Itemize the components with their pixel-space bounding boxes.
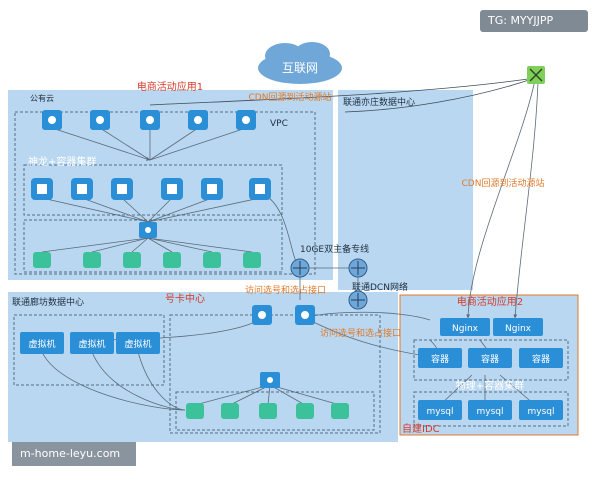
router-icon xyxy=(348,290,368,310)
container-label: 容器 xyxy=(481,353,499,365)
load-balancer-icon xyxy=(139,222,157,238)
cloud-server-icon xyxy=(249,178,271,200)
yizhuang-dc-panel xyxy=(338,90,473,290)
vpc-nodes xyxy=(42,110,256,130)
card-green-frame xyxy=(175,391,375,431)
cloud-server-icon xyxy=(71,178,93,200)
app1-title: 电商活动应用1 xyxy=(137,80,203,93)
cdn-label-top: CDN回源到活动源站 xyxy=(249,91,332,103)
app2-title: 电商活动应用2 xyxy=(457,295,523,308)
container-cluster-label: 神龙+容器集群 xyxy=(28,155,96,168)
public-cloud-label: 公有云 xyxy=(30,93,54,103)
vpc-node-icon xyxy=(188,110,208,130)
container-cluster-nodes xyxy=(31,178,271,200)
watermark-top-text: TG: MYYJJPP xyxy=(488,14,554,27)
load-balancer-icon xyxy=(260,372,280,388)
watermark-bottom: m-home-leyu.com xyxy=(12,442,136,466)
green-node-icon xyxy=(186,403,204,419)
cloud-server-icon xyxy=(111,178,133,200)
container-box: 容器 xyxy=(468,348,512,368)
card-center-title: 号卡中心 xyxy=(165,292,205,305)
internet-cloud: 互联网 xyxy=(258,42,342,84)
nginx-label: Nginx xyxy=(505,324,532,334)
mysql-label: mysql xyxy=(477,407,504,417)
vm-label: 虚拟机 xyxy=(28,338,55,350)
vm-box: 虚拟机 xyxy=(20,332,64,354)
router-icon xyxy=(290,258,310,278)
green-node-icon xyxy=(163,252,181,268)
container-box: 容器 xyxy=(519,348,563,368)
green-node-icon xyxy=(83,252,101,268)
card-center-frame xyxy=(169,314,381,434)
watermark-bottom-text: m-home-leyu.com xyxy=(20,447,121,460)
physical-cluster-label: 物理+容器集群 xyxy=(456,379,524,392)
container-box: 容器 xyxy=(418,348,462,368)
nginx-box: Nginx xyxy=(493,318,543,336)
vpc-node-icon xyxy=(140,110,160,130)
container-label: 容器 xyxy=(532,353,550,365)
green-node-icon xyxy=(259,403,277,419)
yizhuang-dc-label: 联通亦庄数据中心 xyxy=(343,96,415,108)
green-node-icon xyxy=(203,252,221,268)
mysql-box: mysql xyxy=(418,400,462,420)
vm-frame xyxy=(13,314,165,386)
vm-label: 虚拟机 xyxy=(124,338,151,350)
container-label: 容器 xyxy=(431,353,449,365)
mysql-box: mysql xyxy=(468,400,512,420)
cloud-server-icon xyxy=(31,178,53,200)
green-node-icon xyxy=(243,252,261,268)
vpc-node-icon xyxy=(90,110,110,130)
self-idc-label: 自建IDC xyxy=(402,422,440,435)
vpc-frame xyxy=(14,111,316,275)
cloud-server-icon xyxy=(201,178,223,200)
access-label-2: 访问选号和选占接口 xyxy=(320,327,401,339)
green-node-icon xyxy=(33,252,51,268)
langfang-dc-label: 联通廊坊数据中心 xyxy=(12,296,84,308)
container-cluster-frame xyxy=(23,164,283,216)
internet-label: 互联网 xyxy=(282,61,318,75)
card-center-node-icon xyxy=(252,305,272,325)
card-green-row xyxy=(186,403,349,419)
green-node-icon xyxy=(123,252,141,268)
vpc-label: VPC xyxy=(270,119,288,129)
cdn-switch-icon xyxy=(527,66,545,84)
cdn-label-right: CDN回源到活动源站 xyxy=(462,177,545,189)
vm-box: 虚拟机 xyxy=(70,332,114,354)
dcn-label: 联通DCN网络 xyxy=(352,281,408,293)
vpc-node-icon xyxy=(42,110,62,130)
vpc-node-icon xyxy=(236,110,256,130)
green-node-icon xyxy=(331,403,349,419)
app2-mysql-frame xyxy=(413,391,569,427)
vm-label: 虚拟机 xyxy=(78,338,105,350)
mysql-label: mysql xyxy=(427,407,454,417)
app2-container-frame xyxy=(413,339,569,381)
nginx-label: Nginx xyxy=(452,324,479,334)
line-10ge-label: 10GE双主备专线 xyxy=(300,243,369,255)
nginx-box: Nginx xyxy=(440,318,490,336)
green-node-icon xyxy=(221,403,239,419)
access-label-1: 访问选号和选占接口 xyxy=(245,284,326,296)
green-node-icon xyxy=(296,403,314,419)
green-node-row xyxy=(33,252,261,268)
cloud-server-icon xyxy=(161,178,183,200)
card-center-node-icon xyxy=(295,305,315,325)
mysql-box: mysql xyxy=(519,400,563,420)
vm-box: 虚拟机 xyxy=(116,332,160,354)
mysql-label: mysql xyxy=(528,407,555,417)
router-icon xyxy=(348,258,368,278)
watermark-top: TG: MYYJJPP xyxy=(480,10,588,32)
